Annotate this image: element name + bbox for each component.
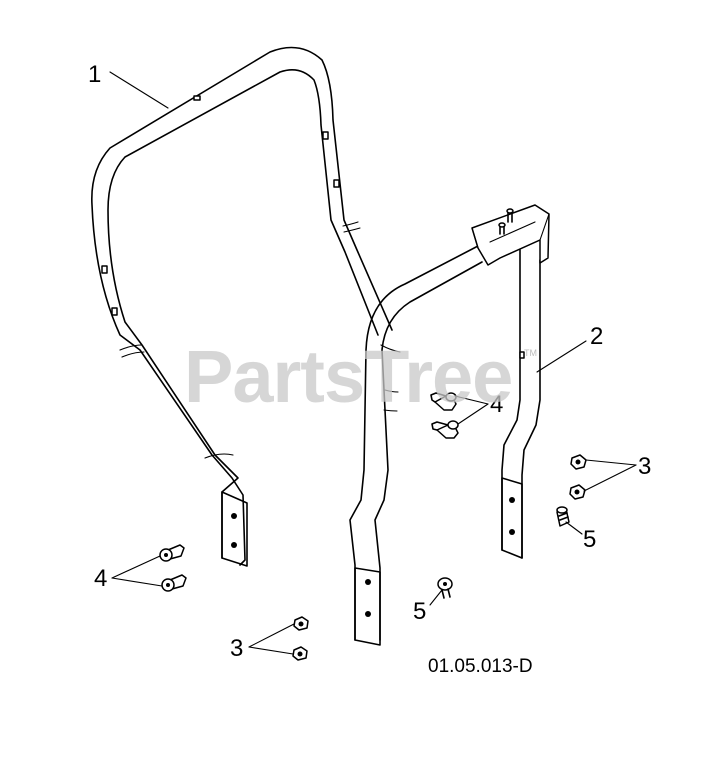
leader-lines [109, 71, 637, 655]
bolt-4-center-lower[interactable] [431, 420, 459, 439]
nut-3-right-lower[interactable] [569, 484, 586, 500]
screw-5-bottom[interactable] [437, 577, 453, 599]
bolt-4-left-lower[interactable] [161, 574, 187, 592]
callout-2: 2 [590, 323, 603, 350]
callout-5-right: 5 [583, 526, 596, 553]
bolt-4-center-upper[interactable] [430, 392, 457, 411]
bolt-4-left-upper[interactable] [159, 544, 185, 562]
lower-handle-frame[interactable] [349, 204, 550, 646]
callout-4-left: 4 [94, 565, 107, 592]
watermark-trademark: TM [524, 348, 537, 358]
drawing-code: 01.05.013-D [428, 656, 533, 677]
upper-handle-bar[interactable] [91, 46, 393, 567]
callout-3-bottom: 3 [230, 635, 243, 662]
callout-1: 1 [88, 61, 101, 88]
nut-3-bottom-lower[interactable] [292, 646, 308, 661]
callout-5-bottom: 5 [413, 598, 426, 625]
callout-4-center: 4 [490, 391, 503, 418]
watermark: PartsTree [184, 335, 512, 418]
nut-3-bottom-upper[interactable] [293, 616, 309, 631]
nut-3-right-upper[interactable] [570, 454, 587, 470]
callout-3-right: 3 [638, 453, 651, 480]
